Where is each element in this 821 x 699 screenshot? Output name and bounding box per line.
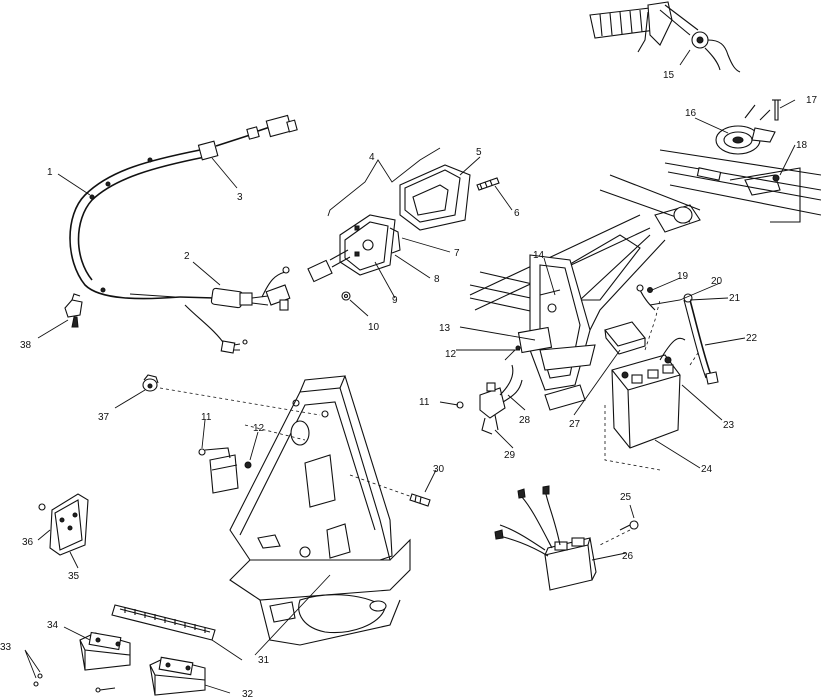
frame-tube bbox=[469, 174, 701, 331]
terminal-clip bbox=[64, 293, 83, 328]
callout-21: 21 bbox=[729, 293, 741, 304]
callout-13: 13 bbox=[439, 323, 451, 334]
callout-15: 15 bbox=[663, 70, 675, 81]
callout-2: 2 bbox=[184, 251, 190, 262]
callout-10: 10 bbox=[368, 322, 380, 333]
callout-36: 36 bbox=[22, 537, 34, 548]
battery bbox=[604, 299, 701, 471]
callout-31: 31 bbox=[258, 655, 270, 666]
callout-20: 20 bbox=[711, 276, 723, 287]
callout-28: 28 bbox=[519, 415, 531, 426]
callout-12-right: 12 bbox=[445, 349, 457, 360]
callout-9: 9 bbox=[392, 295, 398, 306]
tool-tray bbox=[111, 604, 216, 641]
callout-19: 19 bbox=[677, 271, 689, 282]
handlebar-switch bbox=[589, 1, 741, 73]
callout-11-left: 11 bbox=[201, 412, 212, 423]
callout-3: 3 bbox=[237, 192, 243, 203]
callout-7: 7 bbox=[454, 248, 460, 259]
callout-29: 29 bbox=[504, 450, 516, 461]
mounting-bracket-34 bbox=[79, 631, 131, 671]
horn bbox=[715, 99, 781, 182]
callout-4: 4 bbox=[369, 152, 375, 163]
callout-11-right: 11 bbox=[419, 397, 430, 408]
callout-38: 38 bbox=[20, 340, 32, 351]
starter-switch bbox=[456, 345, 523, 435]
callout-18: 18 bbox=[796, 140, 808, 151]
mounting-bracket-32 bbox=[95, 656, 206, 696]
callout-34: 34 bbox=[47, 620, 59, 631]
callout-27: 27 bbox=[569, 419, 581, 430]
callout-25: 25 bbox=[620, 492, 632, 503]
callout-30: 30 bbox=[433, 464, 445, 475]
callout-12-left: 12 bbox=[253, 423, 265, 434]
alignment-lines bbox=[159, 387, 416, 499]
callout-22: 22 bbox=[746, 333, 758, 344]
rear-panel bbox=[229, 375, 411, 646]
side-bracket bbox=[38, 493, 89, 556]
frame-rail-right bbox=[659, 149, 821, 223]
voltage-regulator bbox=[494, 485, 639, 591]
callout-37: 37 bbox=[98, 412, 110, 423]
relay bbox=[198, 447, 252, 494]
callout-33: 33 bbox=[0, 642, 12, 653]
tail-light-assembly bbox=[307, 164, 500, 301]
callout-6: 6 bbox=[514, 208, 520, 219]
callout-23: 23 bbox=[723, 420, 735, 431]
leader-lines bbox=[24, 49, 796, 694]
callout-17: 17 bbox=[806, 95, 818, 106]
callout-32: 32 bbox=[242, 689, 254, 699]
callout-labels: 1 2 3 4 5 6 7 8 9 10 11 11 12 12 13 14 1… bbox=[0, 70, 818, 699]
callout-24: 24 bbox=[701, 464, 713, 475]
battery-bracket bbox=[517, 254, 596, 411]
callout-8: 8 bbox=[434, 274, 440, 285]
callout-16: 16 bbox=[685, 108, 697, 119]
callout-26: 26 bbox=[622, 551, 634, 562]
wire-harness bbox=[69, 114, 298, 354]
callout-14: 14 bbox=[533, 250, 545, 261]
callout-5: 5 bbox=[476, 147, 482, 158]
callout-1: 1 bbox=[47, 167, 53, 178]
bolt bbox=[409, 493, 431, 507]
screws-33 bbox=[33, 673, 43, 687]
wire-clip bbox=[142, 374, 159, 392]
callout-35: 35 bbox=[68, 571, 80, 582]
